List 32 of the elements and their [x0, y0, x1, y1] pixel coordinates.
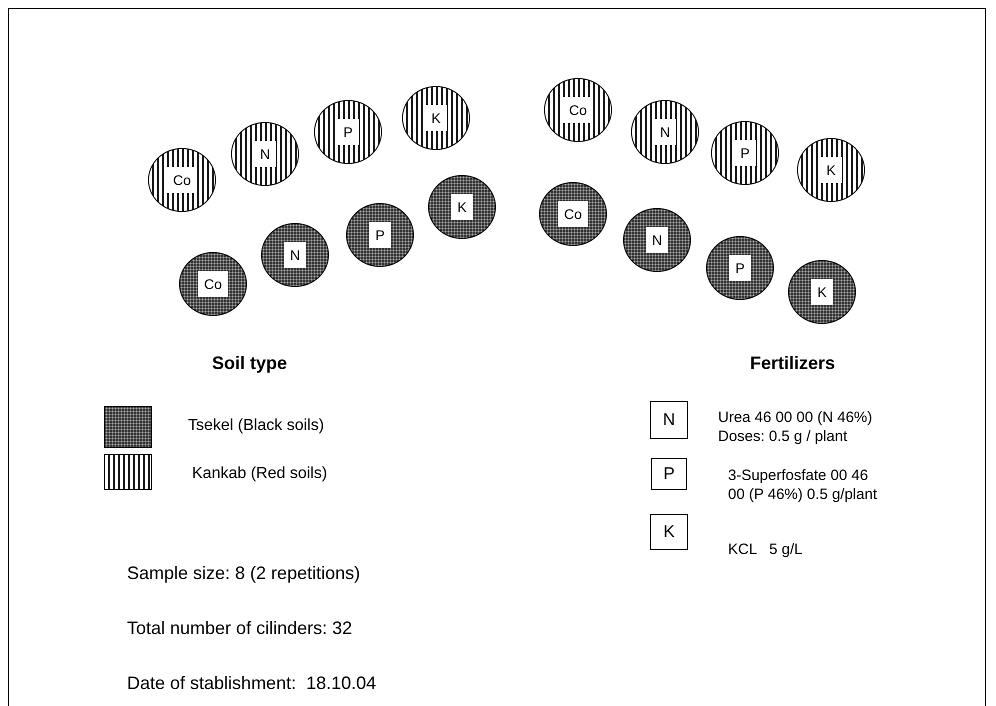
key-letter: N	[662, 410, 676, 430]
fertilizer-description: KCL 5 g/L	[728, 540, 804, 559]
fertilizer-key-box	[650, 401, 688, 439]
cylinder-label: K	[451, 194, 473, 220]
section-heading: Soil type	[212, 353, 288, 374]
note-text: Sample size: 8 (2 repetitions)	[127, 563, 360, 584]
key-letter: K	[663, 522, 675, 542]
cylinder-label: K	[811, 279, 833, 305]
cylinder-label: Co	[167, 167, 197, 193]
fertilizer-description: 3-Superfosfate 00 46 00 (P 46%) 0.5 g/plant	[728, 466, 878, 504]
fertilizer-key-box	[651, 458, 687, 490]
cylinder-label: Co	[558, 201, 588, 227]
cylinder-label: N	[254, 141, 276, 167]
note-text: Date of stablishment: 18.10.04	[127, 673, 376, 694]
cylinder-label: K	[425, 105, 447, 131]
cylinder-label: Co	[563, 97, 593, 123]
cylinder-label: P	[369, 222, 391, 248]
cylinder-label: N	[654, 119, 676, 145]
cylinder-label: P	[729, 255, 751, 281]
cylinder-label: N	[646, 227, 668, 253]
legend-text: Tsekel (Black soils)	[188, 417, 324, 435]
cylinder-label: Co	[198, 271, 228, 297]
legend-text: Kankab (Red soils)	[192, 465, 328, 483]
cylinder-label: P	[734, 140, 756, 166]
note-text: Total number of cilinders: 32	[127, 618, 352, 639]
cylinder-label: P	[337, 119, 359, 145]
section-heading: Fertilizers	[750, 353, 836, 374]
key-letter: P	[663, 464, 675, 484]
cylinder-label: N	[284, 242, 306, 268]
fertilizer-key-box	[650, 514, 688, 550]
fertilizer-description: Urea 46 00 00 (N 46%) Doses: 0.5 g / plant	[718, 408, 874, 446]
cylinder-label: K	[820, 157, 842, 183]
